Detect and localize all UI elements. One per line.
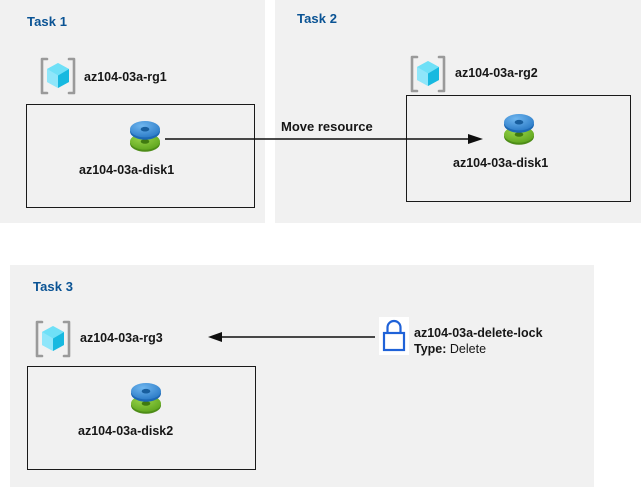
padlock-icon bbox=[379, 317, 409, 355]
resource-group-icon bbox=[38, 57, 78, 95]
resource-label-task3: az104-03a-disk2 bbox=[78, 424, 174, 438]
resource-container-task2 bbox=[406, 95, 631, 202]
panel-title-task1: Task 1 bbox=[27, 14, 68, 29]
managed-disk-icon bbox=[497, 107, 541, 151]
connector-lock-applies-to bbox=[208, 326, 380, 353]
panel-task1 bbox=[0, 0, 265, 223]
resource-group-label-task1: az104-03a-rg1 bbox=[84, 70, 167, 84]
managed-disk-icon bbox=[123, 114, 167, 158]
resource-group-label-task3: az104-03a-rg3 bbox=[80, 331, 163, 345]
connector-move-resource bbox=[165, 128, 485, 157]
resource-group-label-task2: az104-03a-rg2 bbox=[455, 66, 538, 80]
panel-task2 bbox=[275, 0, 641, 223]
resource-container-task3 bbox=[27, 366, 256, 470]
lock-type-value: Delete bbox=[449, 342, 487, 356]
panel-task3 bbox=[10, 265, 594, 487]
resource-label-task1: az104-03a-disk1 bbox=[79, 163, 175, 177]
panel-title-task2: Task 2 bbox=[297, 11, 338, 26]
resource-label-task2: az104-03a-disk1 bbox=[453, 156, 549, 170]
managed-disk-icon bbox=[124, 376, 168, 420]
lock-type-row: Type: Delete bbox=[414, 342, 486, 356]
panel-title-task3: Task 3 bbox=[33, 279, 74, 294]
lock-name-label: az104-03a-delete-lock bbox=[414, 326, 543, 340]
lock-type-key: Type: bbox=[414, 342, 447, 356]
resource-group-icon bbox=[408, 55, 448, 93]
resource-group-icon bbox=[33, 320, 73, 358]
resource-container-task1 bbox=[26, 104, 255, 208]
connector-label-move-resource: Move resource bbox=[281, 119, 373, 134]
